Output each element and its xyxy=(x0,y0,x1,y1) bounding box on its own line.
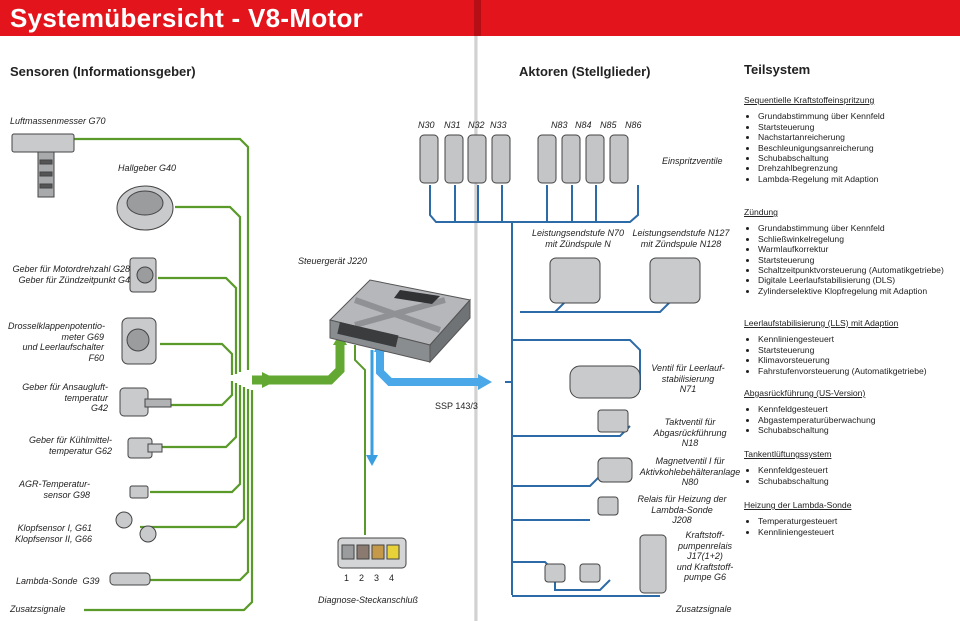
subsystem-item: Lambda-Regelung mit Adaption xyxy=(744,174,885,184)
subsystem-item: Schubabschaltung xyxy=(744,153,885,163)
subsystem-title: Tankentlüftungssystem xyxy=(744,449,832,459)
sensor-label-g62: Geber für Kühlmittel- temperatur G62 xyxy=(28,435,112,456)
subsystem-item: Fahrstufenvorsteuerung (Automatikgetrieb… xyxy=(744,366,927,376)
page-fold xyxy=(474,36,478,621)
subsystem-egr: Abgasrückführung (US-Version) Kennfeldge… xyxy=(744,388,876,436)
subsystem-item: Grundabstimmung über Kennfeld xyxy=(744,111,885,121)
injector-n86: N86 xyxy=(625,120,642,130)
subsystem-item: Beschleunigungsanreicherung xyxy=(744,143,885,153)
subsystem-item: Klimavorsteuerung xyxy=(744,355,927,365)
subsystem-item: Temperaturgesteuert xyxy=(744,516,852,526)
subsystem-lambda-heating: Heizung der Lambda-Sonde Temperaturgeste… xyxy=(744,500,852,537)
sensor-label-g40: Hallgeber G40 xyxy=(118,163,177,173)
sensor-label-g70: Luftmassenmesser G70 xyxy=(10,116,106,126)
subsystem-item: Schaltzeitpunktvorsteuerung (Automatikge… xyxy=(744,265,944,275)
injector-n31: N31 xyxy=(444,120,461,130)
subsystem-item: Zylinderselektive Klopfregelung mit Adap… xyxy=(744,286,944,296)
actuator-illustrations xyxy=(544,257,701,594)
label-injectors: Einspritzventile xyxy=(662,156,723,166)
subsystem-title: Zündung xyxy=(744,207,778,217)
sensors-heading: Sensoren (Informationsgeber) xyxy=(10,64,196,79)
sensor-wiring xyxy=(46,137,254,612)
header-bar: Systemübersicht - V8-Motor xyxy=(0,0,960,36)
subsystem-heading: Teilsystem xyxy=(744,62,811,77)
subsystem-item: Schubabschaltung xyxy=(744,425,876,435)
label-solenoid-n80: Magnetventil I für Aktivkohlebehälteranl… xyxy=(639,456,741,487)
ecu-label: Steuergerät J220 xyxy=(298,256,368,266)
subsystem-item: Warmlaufkorrektur xyxy=(744,244,944,254)
subsystem-item: Abgastemperaturüberwachung xyxy=(744,415,876,425)
sensor-label-g28-g4: Geber für Motordrehzahl G28 Geber für Zü… xyxy=(12,264,130,285)
injector-illustrations xyxy=(419,134,629,184)
subsystem-item: Schubabschaltung xyxy=(744,476,831,486)
subsystem-ignition: Zündung Grundabstimmung über Kennfeld Sc… xyxy=(744,207,944,296)
sensor-label-g42: Geber für Ansaugluft- temperatur G42 xyxy=(22,382,108,413)
subsystem-tank: Tankentlüftungssystem Kennfeldgesteuert … xyxy=(744,449,831,486)
sensor-label-g69-f60: Drosselklappenpotentio- meter G69 und Le… xyxy=(8,321,106,363)
subsystem-item: Startsteuerung xyxy=(744,122,885,132)
subsystem-item: Kennliniengesteuert xyxy=(744,527,852,537)
actuator-bus-arrow xyxy=(376,345,480,386)
label-actuator-extra: Zusatzsignale xyxy=(676,604,732,614)
diagnose-connector xyxy=(337,537,407,569)
page-title: Systemübersicht - V8-Motor xyxy=(10,3,364,33)
actuator-wiring xyxy=(429,185,671,597)
subsystem-item: Kennfeldgesteuert xyxy=(744,465,831,475)
label-ignition-n70: Leistungsendstufe N70 mit Zündspule N xyxy=(531,228,625,249)
injector-n83: N83 xyxy=(551,120,568,130)
subsystem-title: Leerlaufstabilisierung (LLS) mit Adaptio… xyxy=(744,318,899,328)
injector-n30: N30 xyxy=(418,120,435,130)
label-relay-j208: Relais für Heizung der Lambda-Sonde J208 xyxy=(637,494,727,525)
subsystem-title: Heizung der Lambda-Sonde xyxy=(744,500,852,510)
subsystem-item: Drehzahlbegrenzung xyxy=(744,163,885,173)
subsystem-item: Kennliniengesteuert xyxy=(744,334,927,344)
subsystem-item: Digitale Leerlaufstabilisierung (DLS) xyxy=(744,275,944,285)
diag-pin-2: 2 xyxy=(359,573,365,583)
ecu-unit xyxy=(329,279,471,364)
subsystem-title: Sequentielle Kraftstoffeinspritzung xyxy=(744,95,875,105)
subsystem-item: Schließwinkelregelung xyxy=(744,234,944,244)
subsystem-item: Grundabstimmung über Kennfeld xyxy=(744,223,944,233)
label-ignition-n127: Leistungsendstufe N127 mit Zündspule N12… xyxy=(632,228,730,249)
subsystem-title: Abgasrückführung (US-Version) xyxy=(744,388,866,398)
label-fuel-pump-g6: Kraftstoff- pumpenrelais J17(1+2) und Kr… xyxy=(676,530,734,582)
sensor-label-g61-g66: Klopfsensor I, G61 Klopfsensor II, G66 xyxy=(14,523,92,544)
sensor-illustrations xyxy=(11,133,174,586)
injector-n32: N32 xyxy=(468,120,485,130)
diag-pin-1: 1 xyxy=(344,573,350,583)
diag-pin-3: 3 xyxy=(374,573,380,583)
page-gutter xyxy=(474,0,481,36)
subsystem-item: Kennfeldgesteuert xyxy=(744,404,876,414)
sensor-label-extra: Zusatzsignale xyxy=(10,604,66,614)
diag-pin-4: 4 xyxy=(389,573,395,583)
label-idle-valve-n71: Ventil für Leerlauf- stabilisierung N71 xyxy=(651,363,725,394)
ssp-label: SSP 143/3 xyxy=(435,401,478,411)
injector-n33: N33 xyxy=(490,120,507,130)
subsystem-item: Startsteuerung xyxy=(744,255,944,265)
injector-n85: N85 xyxy=(600,120,617,130)
sensor-label-g39: Lambda-Sonde G39 xyxy=(16,576,100,586)
injector-n84: N84 xyxy=(575,120,592,130)
subsystem-idle: Leerlaufstabilisierung (LLS) mit Adaptio… xyxy=(744,318,927,376)
label-egr-valve-n18: Taktventil für Abgasrückführung N18 xyxy=(653,417,727,448)
subsystem-item: Startsteuerung xyxy=(744,345,927,355)
subsystem-injection: Sequentielle Kraftstoffeinspritzung Grun… xyxy=(744,95,885,184)
subsystem-item: Nachstartanreicherung xyxy=(744,132,885,142)
sensor-bus-arrow xyxy=(252,345,345,385)
actuators-heading: Aktoren (Stellglieder) xyxy=(519,64,651,79)
diagnose-label: Diagnose-Steckanschluß xyxy=(318,595,419,605)
sensor-label-g98: AGR-Temperatur- sensor G98 xyxy=(18,479,90,500)
